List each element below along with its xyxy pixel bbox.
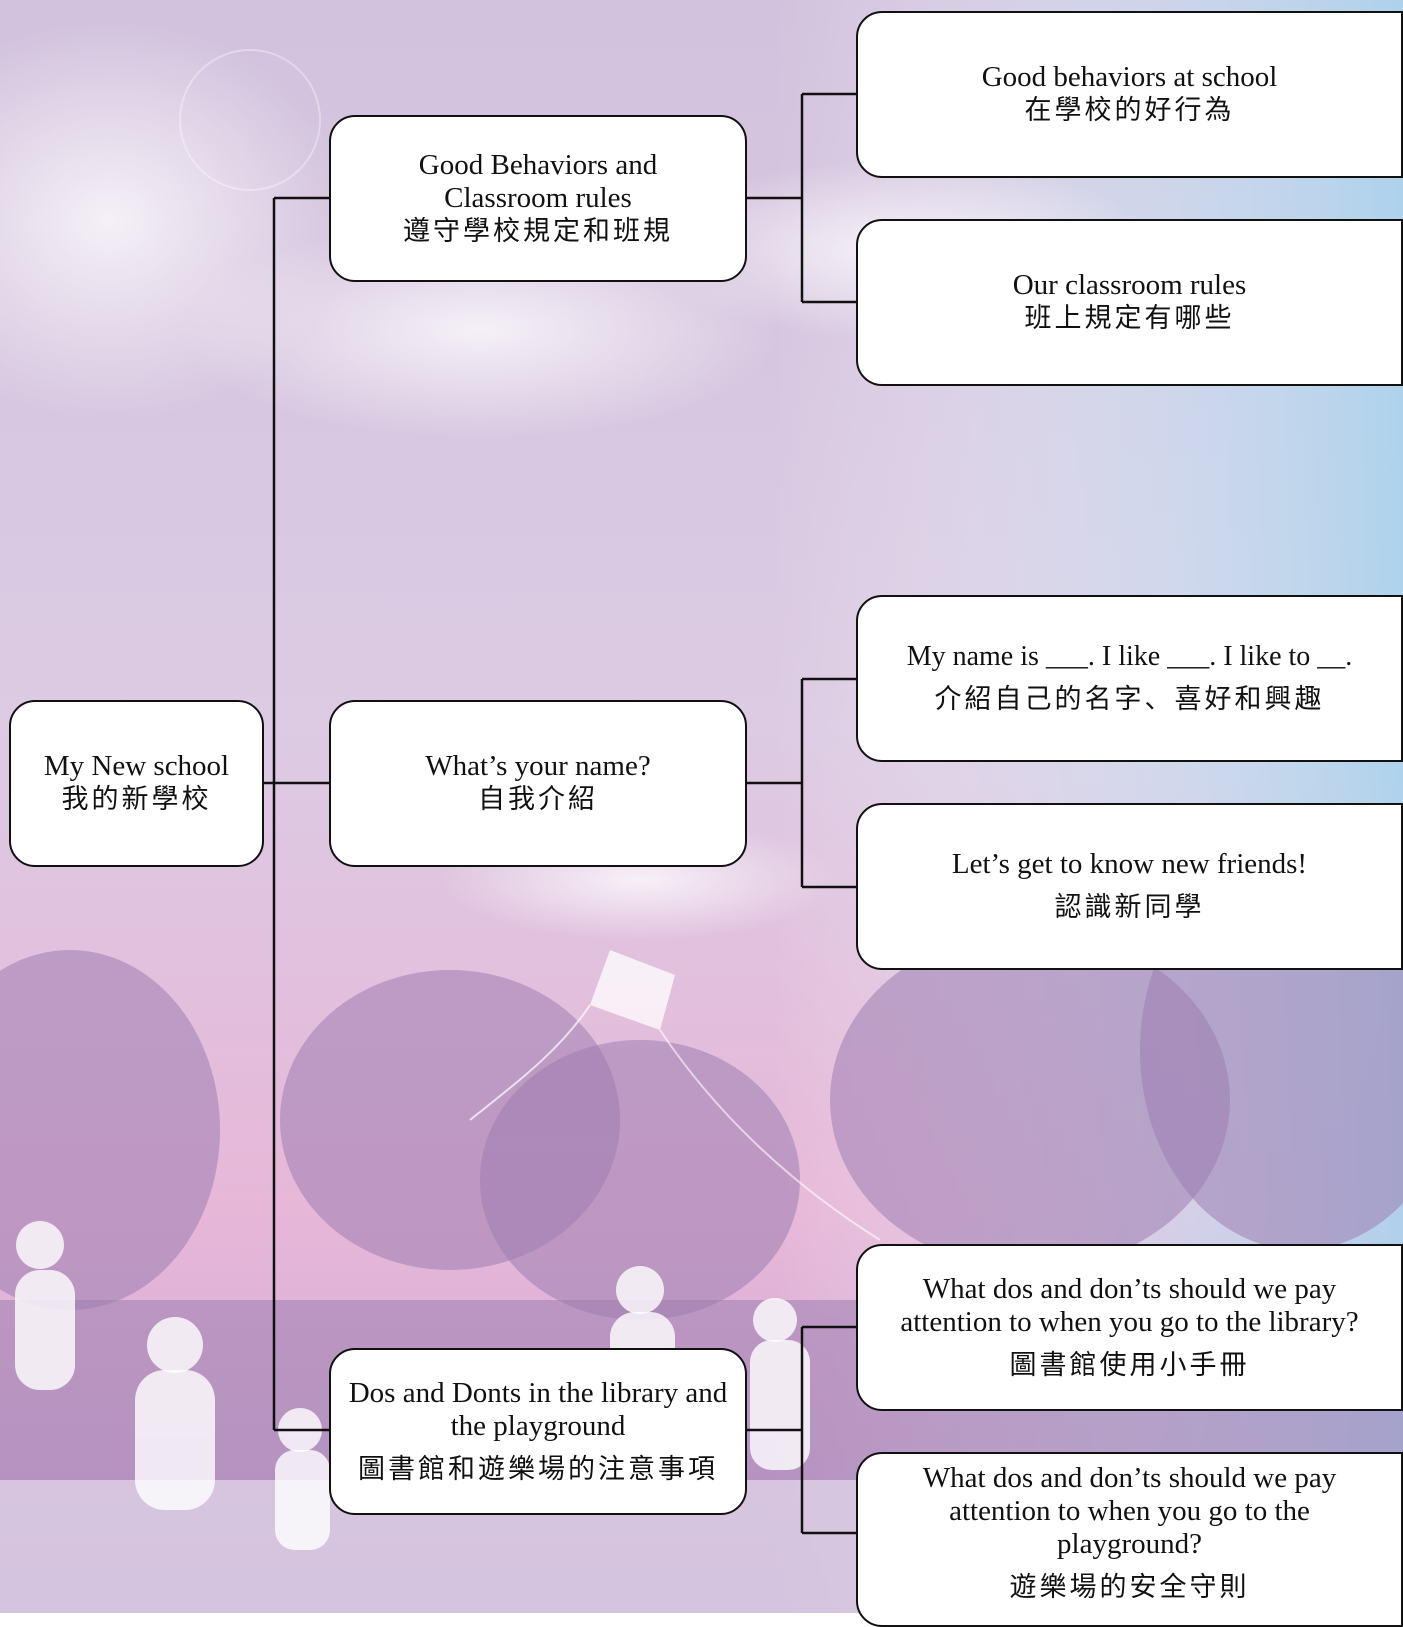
leaf-node-good-behaviors[interactable]: Good behaviors at school 在學校的好行為 — [856, 11, 1403, 178]
branch-rules-label-zh: 遵守學校規定和班規 — [403, 215, 673, 247]
root-node[interactable]: My New school 我的新學校 — [9, 700, 264, 867]
leaf-classroom-rules-en: Our classroom rules — [1012, 269, 1247, 301]
leaf-node-library[interactable]: What dos and don’ts should we pay attent… — [856, 1244, 1403, 1411]
branch-introduction-label-zh: 自我介紹 — [478, 784, 598, 815]
root-label-en: My New school — [43, 750, 230, 782]
branch-node-rules[interactable]: Good Behaviors and Classroom rules 遵守學校規… — [329, 115, 747, 282]
leaf-node-new-friends[interactable]: Let’s get to know new friends! 認識新同學 — [856, 803, 1403, 970]
branch-introduction-label-en: What’s your name? — [425, 750, 651, 782]
branch-library-playground-label-zh: 圖書館和遊樂場的注意事項 — [358, 1453, 718, 1485]
leaf-good-behaviors-zh: 在學校的好行為 — [1024, 95, 1235, 126]
branch-library-playground-label-en: Dos and Donts in the library and the pla… — [348, 1376, 728, 1442]
leaf-playground-zh: 遊樂場的安全守則 — [1009, 1572, 1250, 1603]
leaf-node-classroom-rules[interactable]: Our classroom rules 班上規定有哪些 — [856, 219, 1403, 386]
branch-node-introduction[interactable]: What’s your name? 自我介紹 — [329, 700, 747, 867]
leaf-my-name-zh: 介紹自己的名字、喜好和興趣 — [934, 684, 1325, 715]
leaf-my-name-en: My name is ___. I like ___. I like to __… — [906, 641, 1353, 672]
leaf-node-playground[interactable]: What dos and don’ts should we pay attent… — [856, 1452, 1403, 1627]
leaf-playground-en: What dos and don’ts should we pay attent… — [922, 1462, 1337, 1560]
leaf-library-zh: 圖書館使用小手冊 — [1009, 1349, 1250, 1381]
branch-node-library-playground[interactable]: Dos and Donts in the library and the pla… — [329, 1348, 747, 1515]
leaf-new-friends-zh: 認識新同學 — [1054, 892, 1205, 923]
leaf-good-behaviors-en: Good behaviors at school — [981, 61, 1278, 93]
leaf-new-friends-en: Let’s get to know new friends! — [951, 848, 1308, 880]
leaf-library-en: What dos and don’ts should we pay attent… — [900, 1272, 1359, 1338]
leaf-node-my-name[interactable]: My name is ___. I like ___. I like to __… — [856, 595, 1403, 762]
leaf-classroom-rules-zh: 班上規定有哪些 — [1024, 303, 1235, 334]
branch-rules-label-en: Good Behaviors and Classroom rules — [418, 148, 658, 214]
root-label-zh: 我的新學校 — [61, 784, 212, 815]
